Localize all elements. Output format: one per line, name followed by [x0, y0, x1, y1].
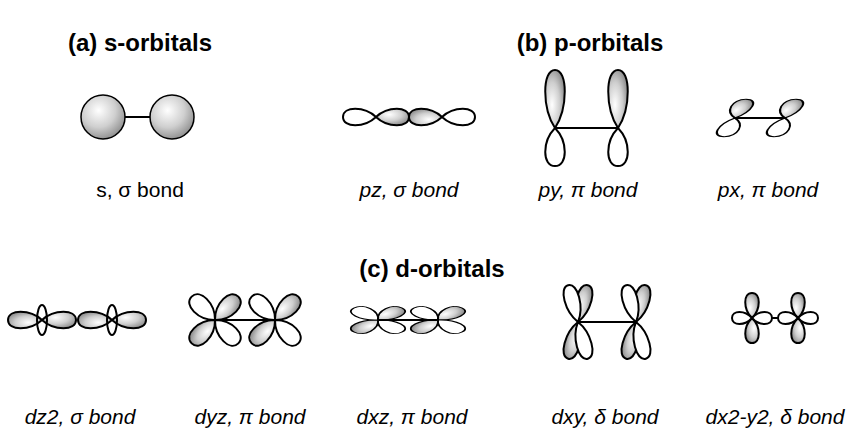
bond-line: [578, 321, 636, 323]
orbital-lobe: [608, 70, 628, 128]
orbital-lobe: [409, 109, 442, 126]
orbital-caption: dyz, π bond: [195, 405, 306, 428]
orbital: [732, 293, 772, 343]
orbital-lobe: [629, 320, 653, 361]
orbital: [619, 283, 653, 360]
orbital: [343, 109, 409, 126]
orbital-caption: dx2-y2, δ bond: [706, 405, 845, 428]
bond-line: [378, 319, 438, 321]
orbital: [8, 305, 76, 335]
orbital-caption: pz, σ bond: [359, 178, 458, 201]
orbital-caption: dxy, δ bond: [551, 405, 658, 428]
orbital-lobe: [545, 128, 565, 166]
orbital-lobe: [442, 109, 475, 126]
s-orbital: [150, 95, 194, 139]
s-orbital: [81, 95, 125, 139]
orbital-lobe: [619, 283, 643, 324]
orbital-lobe: [778, 312, 798, 324]
orbital-caption: dz2, σ bond: [25, 405, 136, 428]
orbital-lobe: [725, 99, 757, 118]
orbital: [545, 70, 565, 166]
torus-ring: [37, 305, 47, 335]
orbital-lobe: [798, 312, 818, 324]
orbital-lobe: [185, 290, 221, 326]
bond-line: [555, 127, 618, 129]
torus-ring: [107, 305, 117, 335]
orbital-caption: dxz, π bond: [357, 405, 468, 428]
section-heading: (b) p-orbitals: [517, 30, 664, 56]
section-heading: (a) s-orbitals: [68, 30, 212, 56]
orbital: [561, 283, 595, 360]
orbital: [608, 70, 628, 166]
orbital-lobe: [775, 99, 807, 118]
section-heading: (c) d-orbitals: [359, 256, 504, 282]
orbital: [245, 290, 304, 349]
orbital-lobe: [343, 109, 376, 126]
orbital: [778, 293, 818, 343]
orbital-lobe: [545, 70, 565, 128]
orbital-caption: py, π bond: [539, 178, 638, 201]
orbital: [409, 109, 475, 126]
orbital-lobe: [571, 320, 595, 361]
orbital: [185, 290, 244, 349]
orbital-caption: px, π bond: [718, 178, 818, 201]
orbital-lobe: [752, 312, 772, 324]
orbital-lobe: [714, 118, 746, 137]
orbital-lobe: [245, 290, 281, 326]
orbital-lobe: [561, 283, 585, 324]
orbital-lobe: [732, 312, 752, 324]
orbital-caption: s, σ bond: [96, 178, 184, 201]
orbital-lobe: [608, 128, 628, 166]
orbital: [78, 305, 146, 335]
orbital-lobe: [376, 109, 409, 126]
orbital-lobe: [764, 118, 796, 137]
bond-line: [735, 117, 785, 119]
